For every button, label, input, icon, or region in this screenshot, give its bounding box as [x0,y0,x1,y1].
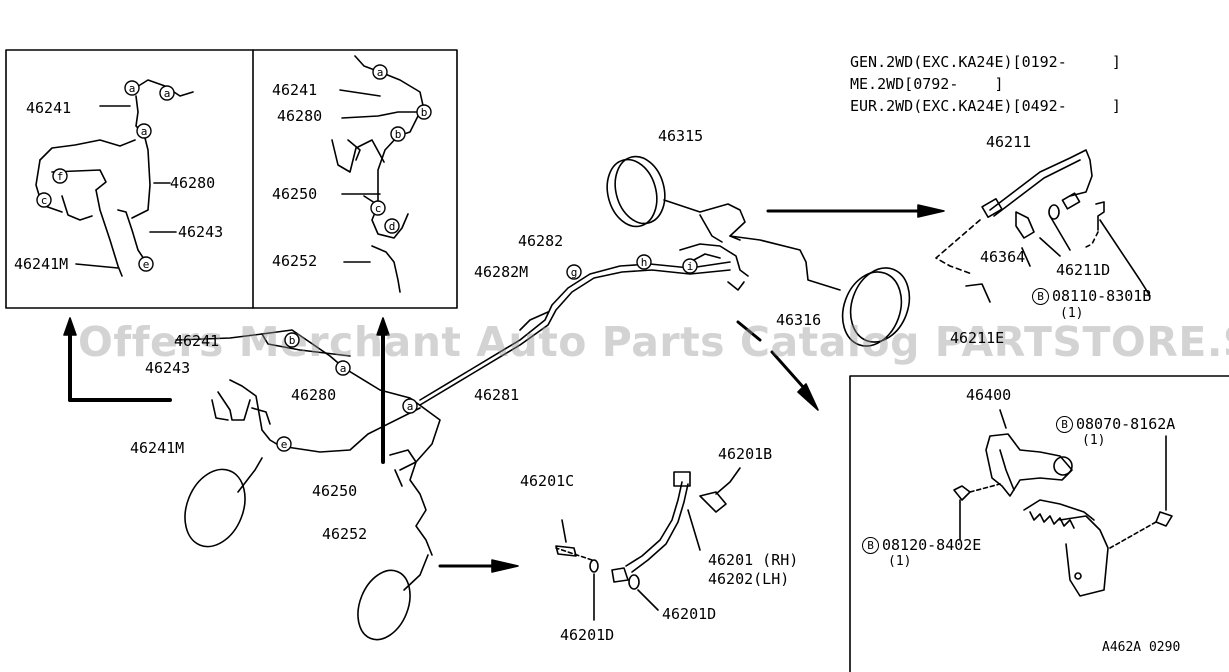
diagram-code: A462A 0290 [1102,640,1181,655]
bolt-qty: (1) [1060,306,1084,321]
svg-text:g: g [571,266,578,279]
part-label-46241: 46241 [26,99,72,117]
part-label-46241m: 46241M [14,255,69,273]
callout-e-icon: e [276,436,292,452]
callout-b-icon: b [416,104,432,120]
callout-a-icon: a [372,64,388,80]
part-label-46282m: 46282M [474,263,529,281]
bolt-code: 08110-8301B [1052,287,1152,305]
bolt-code: 08070-8162A [1076,415,1176,433]
part-label-46211d: 46211D [1056,261,1111,279]
svg-text:b: b [289,334,296,347]
part-label-46201d: 46201D [560,626,615,644]
callout-d-icon: d [384,218,400,234]
part-label-46241: 46241 [272,81,318,99]
part-label-46280: 46280 [170,174,216,192]
part-label-46201d: 46201D [662,605,717,623]
svg-text:a: a [340,362,347,375]
callout-a-icon: a [136,123,152,139]
part-label-46211e: 46211E [950,329,1005,347]
svg-text:h: h [641,256,648,269]
svg-text:a: a [141,125,148,138]
watermark-text: Offers Merchant Auto Parts Catalog PARTS… [78,318,1229,366]
callout-e-icon: e [138,256,154,272]
callout-g-icon: g [566,264,582,280]
callout-b-icon: b [284,332,300,348]
callout-a-icon: a [159,85,175,101]
inset-panel-outline [5,49,458,309]
callout-b-icon: b [390,126,406,142]
svg-text:d: d [389,220,396,233]
part-label-46243: 46243 [145,359,191,377]
part-label-46282: 46282 [518,232,564,250]
svg-text:b: b [395,128,402,141]
callout-a-icon: a [335,360,351,376]
callout-c-icon: c [36,192,52,208]
svg-text:c: c [375,202,382,215]
bolt-marker-icon: B [1056,416,1073,433]
callout-h-icon: h [636,254,652,270]
part-label-46241: 46241 [174,332,220,350]
part-label-46316: 46316 [776,311,822,329]
svg-text:a: a [377,66,384,79]
part-label-46202-lh: 46202(LH) [708,570,790,588]
part-label-46201-rh: 46201 (RH) [708,551,799,569]
part-label-46280: 46280 [291,386,337,404]
part-label-46252: 46252 [272,252,318,270]
callout-a-icon: a [402,398,418,414]
callout-i-icon: i [682,258,698,274]
svg-text:b: b [421,106,428,119]
svg-text:i: i [687,260,694,273]
applicability-line-2: ME.2WD[0792- ] [850,75,1004,93]
part-label-46241m: 46241M [130,439,185,457]
part-label-46201c: 46201C [520,472,575,490]
part-label-46211: 46211 [986,133,1032,151]
applicability-line-1: GEN.2WD(EXC.KA24E)[0192- ] [850,53,1121,71]
callout-c-icon: c [370,200,386,216]
part-label-46400: 46400 [966,386,1012,404]
svg-text:a: a [164,87,171,100]
part-label-46250: 46250 [272,185,318,203]
callout-f-icon: f [52,168,68,184]
svg-text:c: c [41,194,48,207]
part-label-46315: 46315 [658,127,704,145]
callout-a-icon: a [124,80,140,96]
part-label-46243: 46243 [178,223,224,241]
part-label-46201b: 46201B [718,445,773,463]
svg-text:a: a [407,400,414,413]
bolt-marker-icon: B [1032,288,1049,305]
bolt-qty: (1) [888,554,912,569]
part-label-46250: 46250 [312,482,358,500]
applicability-line-3: EUR.2WD(EXC.KA24E)[0492- ] [850,97,1121,115]
svg-text:e: e [143,258,150,271]
svg-text:a: a [129,82,136,95]
part-label-46281: 46281 [474,386,520,404]
bolt-code: 08120-8402E [882,536,982,554]
part-label-46280: 46280 [277,107,323,125]
bolt-marker-icon: B [862,537,879,554]
part-label-46252: 46252 [322,525,368,543]
part-label-46364: 46364 [980,248,1026,266]
svg-text:f: f [57,170,64,183]
bolt-qty: (1) [1082,433,1106,448]
svg-text:e: e [281,438,288,451]
